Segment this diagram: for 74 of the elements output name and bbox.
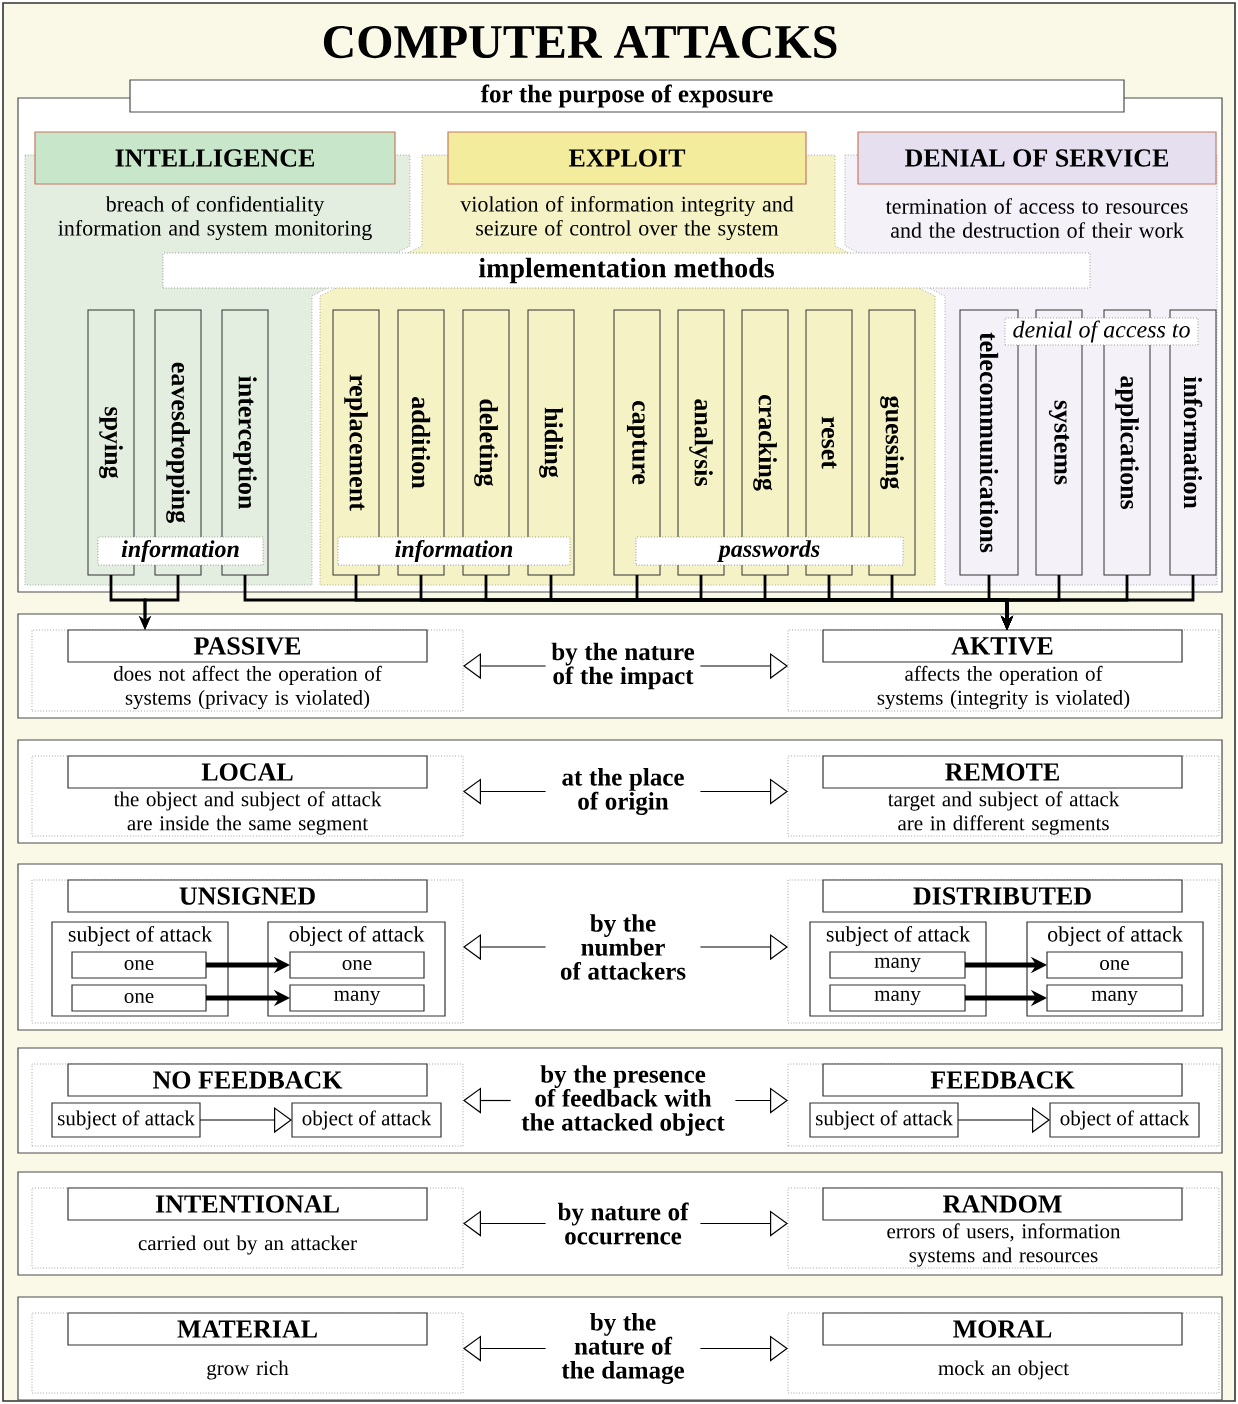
header-box: UNSIGNED: [67, 879, 428, 913]
header-box: REMOTE: [822, 755, 1183, 789]
hollow-arrow: [699, 1335, 788, 1362]
class-panel: [31, 1063, 464, 1147]
class-panel: [31, 755, 464, 837]
criterion-text: by the presence of feedback with the attacked object: [521, 1065, 725, 1136]
description-text: grow rich: [207, 1360, 289, 1380]
party-box: many: [829, 984, 966, 1012]
description-text: carried out by an attacker: [138, 1235, 357, 1255]
criterion-text: by the nature of the damage: [561, 1313, 684, 1384]
header-box: INTELLIGENCE: [34, 131, 396, 185]
class-panel: [787, 629, 1220, 712]
hollow-arrow: [699, 1210, 788, 1237]
header-box: EXPLOIT: [447, 131, 807, 185]
class-panel: [787, 755, 1220, 837]
method-bar: replacement: [332, 309, 380, 576]
header-box: FEEDBACK: [822, 1063, 1183, 1097]
party-box: one: [289, 951, 425, 979]
class-panel: [31, 1312, 464, 1394]
header-box: MATERIAL: [67, 1312, 428, 1346]
description-text: termination of access to resources and the destruction of their work: [885, 198, 1188, 238]
description-text: does not affect the operation of systems (privacy is violated): [114, 665, 382, 710]
description-text: errors of users, information systems and resources: [887, 1223, 1121, 1267]
method-bar: guessing: [868, 309, 916, 576]
header-box: PASSIVE: [67, 629, 428, 663]
class-panel: [31, 879, 464, 1024]
method-bar: hiding: [527, 309, 575, 576]
party-box: many: [1046, 984, 1183, 1012]
header-box: AKTIVE: [822, 629, 1183, 663]
hollow-arrow: [734, 1087, 788, 1114]
criterion-text: by the nature of the impact: [551, 642, 695, 690]
party-box: one: [71, 951, 207, 979]
class-panel: [31, 629, 464, 712]
party-box: subject of attack: [51, 1102, 201, 1138]
description-text: violation of information integrity and seizure of control over the system: [460, 195, 794, 241]
header-box: INTENTIONAL: [67, 1187, 428, 1221]
hollow-arrow: [463, 778, 547, 805]
description-text: affects the operation of systems (integrity is violated): [877, 665, 1130, 710]
description-text: the object and subject of attack are inside the same segment: [113, 791, 382, 835]
party-box: object of attack: [1049, 1102, 1200, 1138]
header-box: LOCAL: [67, 755, 428, 789]
class-panel: [787, 1312, 1220, 1394]
class-panel: [31, 1187, 464, 1269]
party-box: many: [289, 984, 425, 1012]
hollow-arrow: [699, 778, 788, 805]
hollow-arrow: [463, 1210, 547, 1237]
header-box: NO FEEDBACK: [67, 1063, 428, 1097]
party-box: many: [829, 951, 966, 979]
party-box: one: [1046, 951, 1183, 979]
description-text: target and subject of attack are in different segments: [887, 791, 1120, 835]
group-tag: passwords: [635, 536, 904, 566]
title: COMPUTER ATTACKS: [323, 25, 837, 59]
criterion-text: by nature of occurrence: [557, 1202, 689, 1245]
party-box: object of attack: [291, 1102, 442, 1138]
criterion-text: at the place of origin: [562, 768, 684, 815]
header-box: DENIAL OF SERVICE: [857, 131, 1217, 185]
group-tag: denial of access to: [1004, 317, 1199, 346]
class-panel: [787, 1187, 1220, 1269]
group-tag: information: [97, 536, 264, 566]
hollow-arrow: [463, 1087, 512, 1114]
method-bar: capture: [613, 309, 661, 576]
party-box: subject of attack: [809, 1102, 959, 1138]
description-text: mock an object: [938, 1360, 1069, 1380]
description-text: breach of confidentiality information and system monitoring: [58, 195, 372, 241]
class-panel: [787, 1063, 1220, 1147]
hollow-arrow: [463, 1335, 547, 1362]
group-tag: information: [337, 536, 571, 566]
header-box: DISTRIBUTED: [822, 879, 1183, 913]
party-box: one: [71, 984, 207, 1012]
section-banner: implementation methods: [162, 252, 1091, 289]
criterion-text: by the number of attackers: [560, 914, 686, 980]
header-box: RANDOM: [822, 1187, 1183, 1221]
class-panel: [787, 879, 1220, 1024]
header-box: MORAL: [822, 1312, 1183, 1346]
